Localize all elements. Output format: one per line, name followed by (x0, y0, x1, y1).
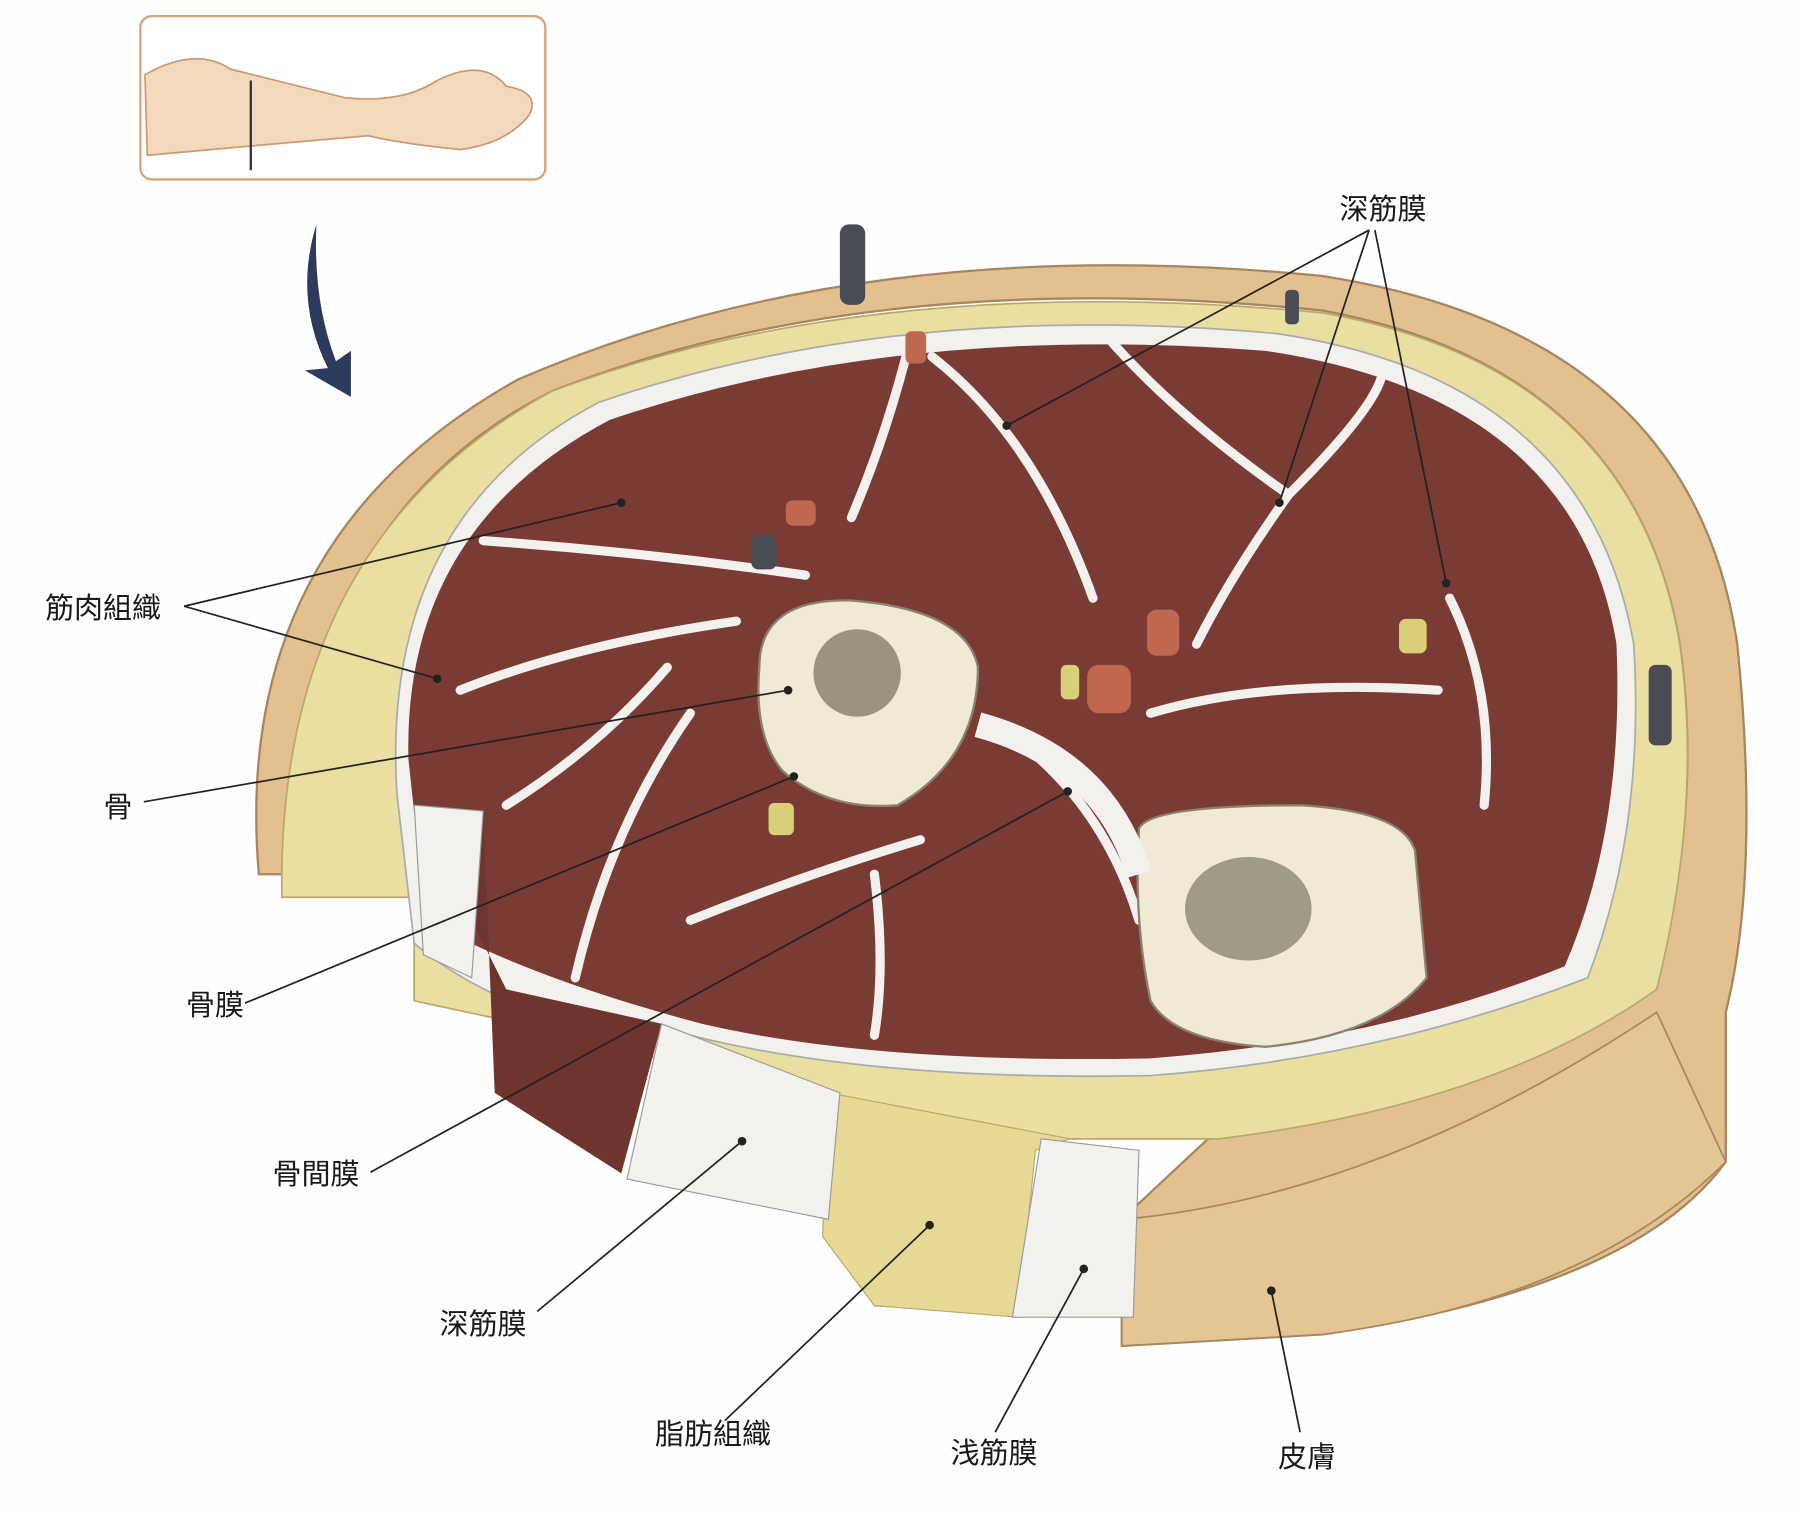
blood-vessels (751, 224, 1672, 836)
label-interosseous-membrane: 骨間膜 (272, 1157, 360, 1191)
interosseous-membrane (974, 712, 1152, 879)
radius-bone (1136, 804, 1428, 1048)
label-skin: 皮膚 (1277, 1440, 1337, 1474)
label-periosteum: 骨膜 (185, 988, 245, 1022)
label-adipose-tissue: 脂肪組織 (654, 1417, 772, 1451)
ulna-bone (757, 599, 980, 808)
label-deep-fascia-top: 深筋膜 (1339, 192, 1427, 226)
label-superficial-fascia: 浅筋膜 (950, 1436, 1038, 1470)
leader-lines (143, 229, 1451, 1433)
arm-inset (139, 14, 547, 181)
label-muscle-tissue: 筋肉組織 (44, 591, 162, 625)
skin-layer (255, 264, 1748, 1348)
label-bone: 骨 (103, 790, 133, 824)
direction-arrow-icon (304, 224, 351, 397)
label-deep-fascia-bottom: 深筋膜 (439, 1307, 527, 1341)
